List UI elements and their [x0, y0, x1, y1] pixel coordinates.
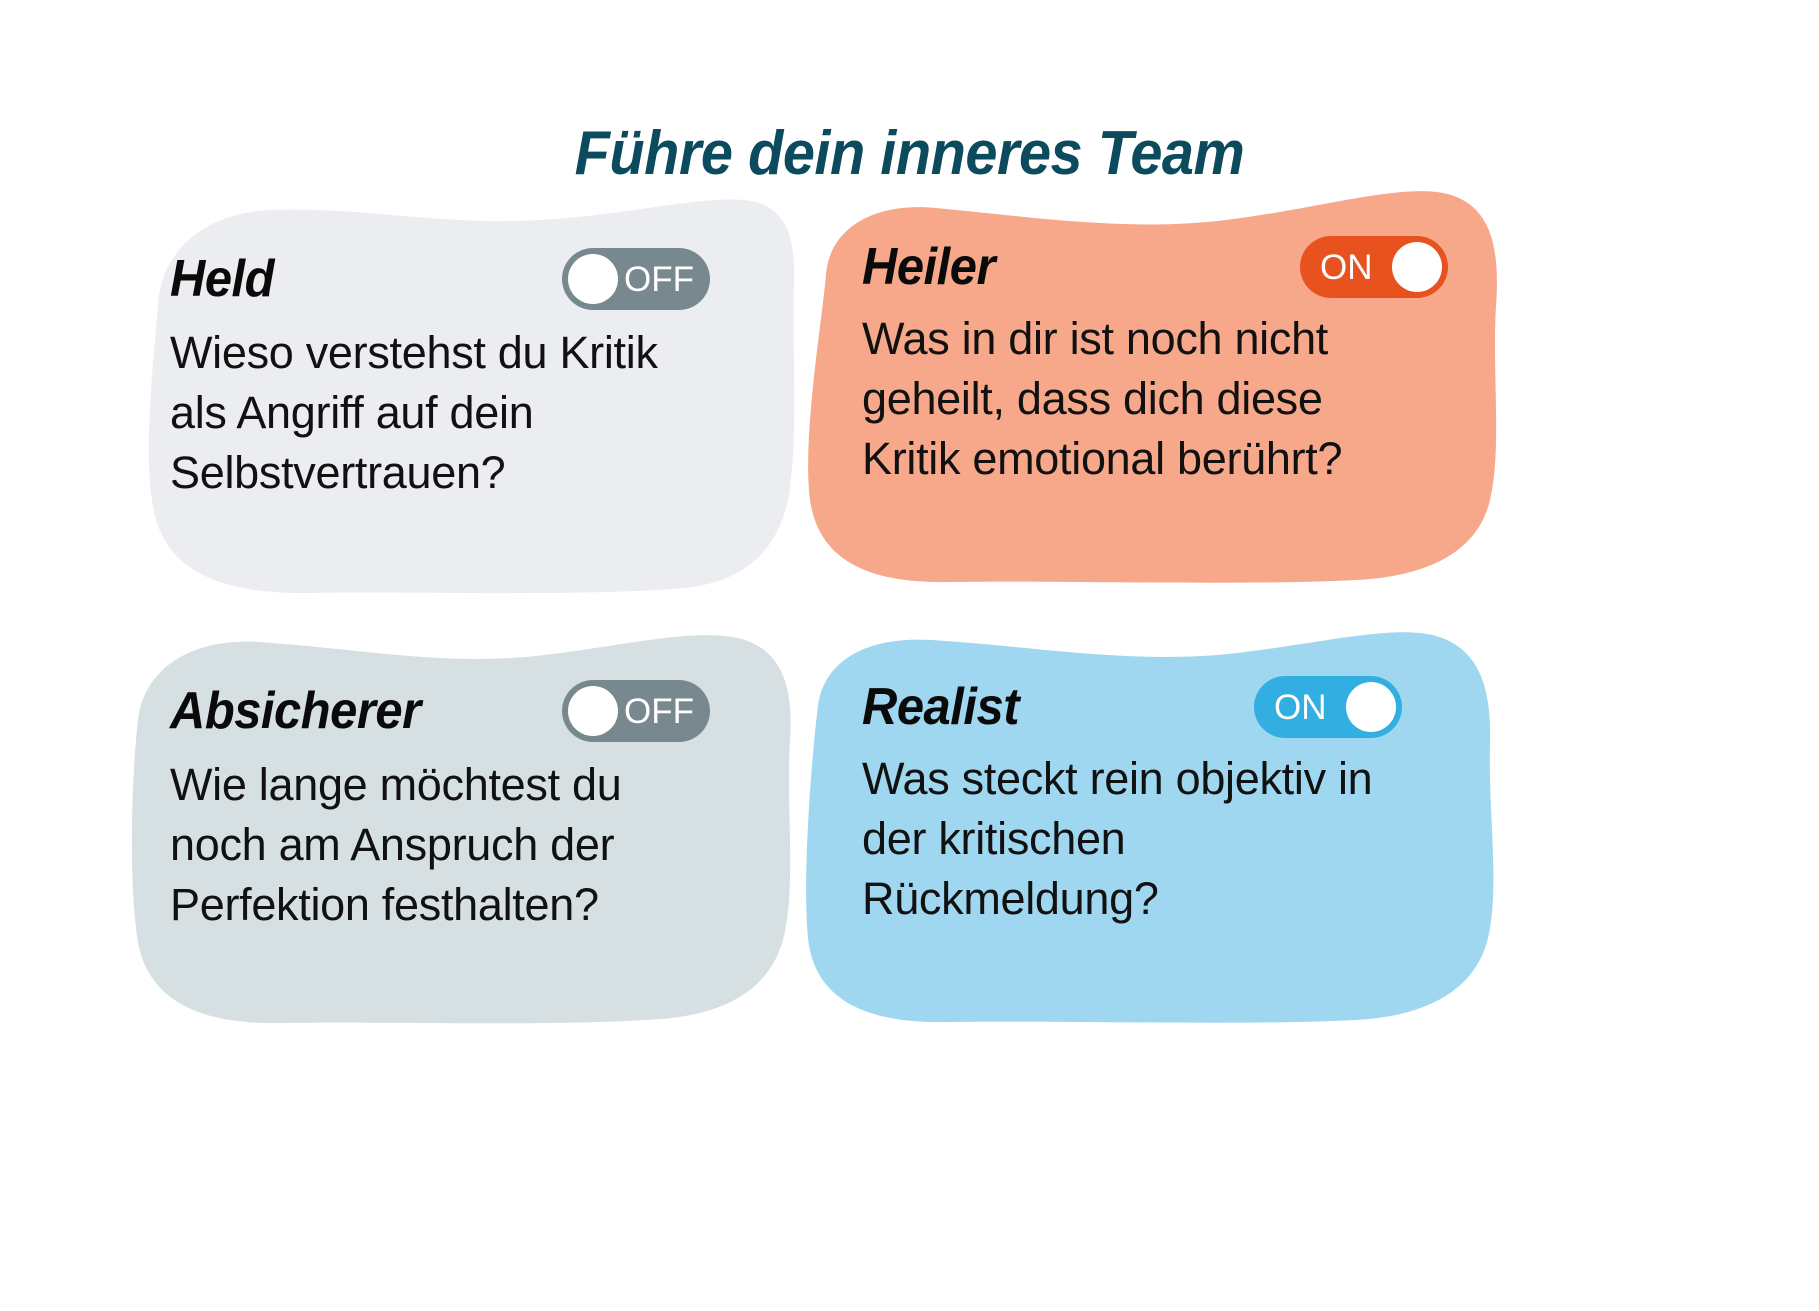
- card-body-line: Wie lange möchtest du: [170, 759, 622, 810]
- card-body-line: als Angriff auf dein: [170, 386, 534, 438]
- card-held[interactable]: Held OFF Wieso verstehst du Kritik als A…: [96, 196, 796, 596]
- card-header-held: Held OFF: [170, 248, 710, 310]
- card-realist[interactable]: Realist ON Was steckt rein objektiv in d…: [800, 628, 1500, 1028]
- toggle-knob-icon: [1346, 682, 1396, 732]
- toggle-absicherer[interactable]: OFF: [562, 680, 710, 742]
- card-body-line: Wieso verstehst du Kritik: [170, 327, 658, 378]
- toggle-knob-icon: [1392, 242, 1442, 292]
- card-title-absicherer: Absicherer: [170, 682, 421, 740]
- card-body-absicherer: Wie lange möchtest du noch am Anspruch d…: [170, 755, 622, 935]
- card-body-line: geheilt, dass dich diese: [862, 372, 1323, 424]
- card-body-held: Wieso verstehst du Kritik als Angriff au…: [170, 323, 658, 503]
- card-header-heiler: Heiler ON: [862, 236, 1448, 298]
- page-title: Führe dein inneres Team: [574, 118, 1245, 188]
- toggle-label-heiler: ON: [1320, 247, 1373, 287]
- card-body-line: noch am Anspruch der: [170, 818, 615, 870]
- card-title-held: Held: [170, 250, 275, 308]
- card-body-line: Kritik emotional berührt?: [862, 432, 1343, 484]
- card-title-realist: Realist: [862, 678, 1020, 736]
- card-body-line: Was in dir ist noch nicht: [862, 313, 1329, 364]
- toggle-heiler[interactable]: ON: [1300, 236, 1448, 298]
- card-title-heiler: Heiler: [862, 238, 996, 296]
- toggle-knob-icon: [568, 686, 618, 736]
- card-header-realist: Realist ON: [862, 676, 1402, 738]
- toggle-label-absicherer: OFF: [624, 691, 694, 731]
- card-body-heiler: Was in dir ist noch nicht geheilt, dass …: [862, 309, 1343, 489]
- card-heiler[interactable]: Heiler ON Was in dir ist noch nicht gehe…: [800, 188, 1500, 588]
- toggle-knob-icon: [568, 254, 618, 304]
- toggle-held[interactable]: OFF: [562, 248, 710, 310]
- card-absicherer[interactable]: Absicherer OFF Wie lange möchtest du noc…: [96, 628, 796, 1028]
- card-body-line: Was steckt rein objektiv in: [862, 753, 1373, 804]
- card-body-line: Selbstvertrauen?: [170, 446, 506, 498]
- toggle-label-held: OFF: [624, 259, 694, 299]
- card-header-absicherer: Absicherer OFF: [170, 680, 710, 742]
- toggle-label-realist: ON: [1274, 687, 1327, 727]
- card-body-line: Perfektion festhalten?: [170, 878, 599, 930]
- card-body-line: der kritischen: [862, 812, 1126, 864]
- card-body-realist: Was steckt rein objektiv in der kritisch…: [862, 749, 1373, 929]
- toggle-realist[interactable]: ON: [1254, 676, 1402, 738]
- card-body-line: Rückmeldung?: [862, 872, 1159, 924]
